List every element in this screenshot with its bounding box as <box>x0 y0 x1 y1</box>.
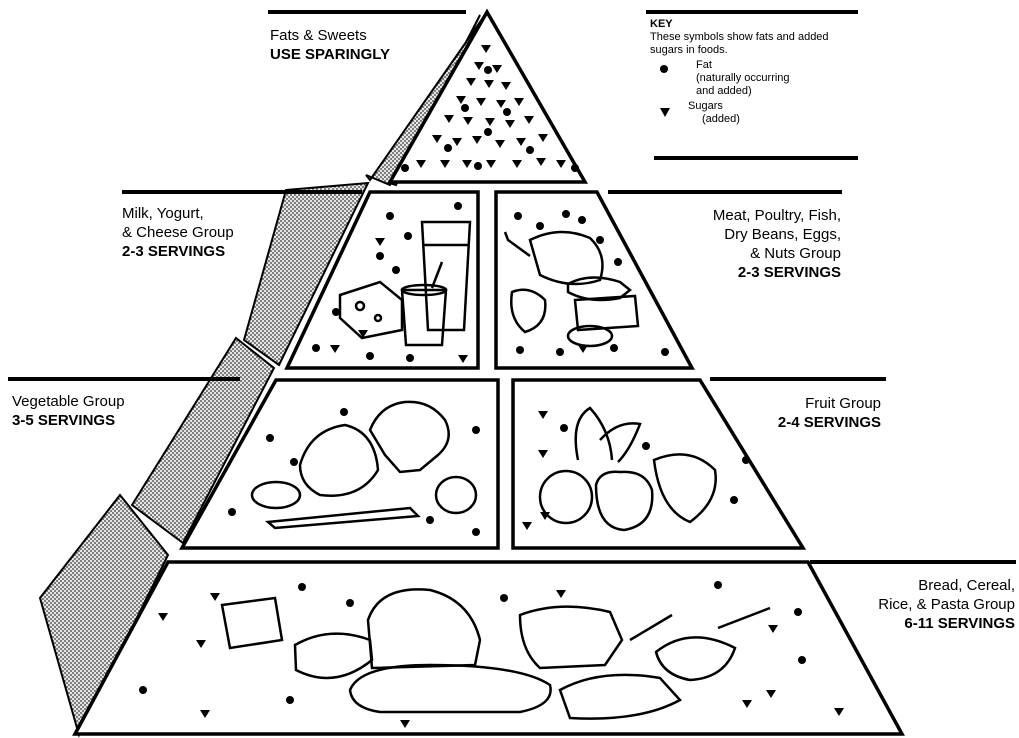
vegetable-group-label: Vegetable Group 3-5 SERVINGS <box>12 392 125 430</box>
milk-group-name-line-1: Milk, Yogurt, <box>122 204 234 223</box>
sugar-triangle-icon <box>660 108 670 117</box>
symbol-key: KEY These symbols show fats and added su… <box>650 18 860 126</box>
bread-group-name-line-2: Rice, & Pasta Group <box>878 595 1015 614</box>
fats-sweets-servings: USE SPARINGLY <box>270 45 390 64</box>
key-top-rule <box>646 10 858 14</box>
fats-label-rule <box>268 10 466 14</box>
key-row-sugar: Sugars (added) <box>650 100 860 126</box>
milk-label-rule <box>122 190 362 194</box>
key-fat-detail-2: and added) <box>696 85 860 98</box>
tier-bread <box>75 562 902 734</box>
meat-group-name-line-3: & Nuts Group <box>713 244 841 263</box>
key-sugar-label: Sugars <box>688 100 860 113</box>
meat-group-servings: 2-3 SERVINGS <box>713 263 841 282</box>
fats-sweets-name: Fats & Sweets <box>270 26 390 45</box>
bread-group-name-line-1: Bread, Cereal, <box>878 576 1015 595</box>
fruit-label-rule <box>710 377 886 381</box>
tier-fats-sweets <box>390 12 585 182</box>
fats-sweets-label: Fats & Sweets USE SPARINGLY <box>270 26 390 64</box>
key-row-fat: Fat (naturally occurring and added) <box>650 59 860 98</box>
key-sugar-detail: (added) <box>688 113 860 126</box>
meat-group-name-line-1: Meat, Poultry, Fish, <box>713 206 841 225</box>
milk-group-label: Milk, Yogurt, & Cheese Group 2-3 SERVING… <box>122 204 234 261</box>
milk-group-servings: 2-3 SERVINGS <box>122 242 234 261</box>
bread-label-rule <box>810 560 1016 564</box>
vegetable-group-name: Vegetable Group <box>12 392 125 411</box>
key-bottom-rule <box>654 156 858 160</box>
milk-group-name-line-2: & Cheese Group <box>122 223 234 242</box>
tier-meat <box>496 192 692 368</box>
fat-dot-icon <box>660 65 668 73</box>
vegetable-group-servings: 3-5 SERVINGS <box>12 411 125 430</box>
fruit-group-label: Fruit Group 2-4 SERVINGS <box>778 394 881 432</box>
key-fat-detail-1: (naturally occurring <box>696 72 860 85</box>
vegetable-label-rule <box>8 377 240 381</box>
bread-group-servings: 6-11 SERVINGS <box>878 614 1015 633</box>
tier-fruit <box>513 380 803 548</box>
key-fat-label: Fat <box>696 59 860 72</box>
meat-label-rule <box>608 190 842 194</box>
key-title: KEY <box>650 18 860 31</box>
key-description: These symbols show fats and added sugars… <box>650 31 840 57</box>
fruit-group-name: Fruit Group <box>778 394 881 413</box>
fruit-group-servings: 2-4 SERVINGS <box>778 413 881 432</box>
meat-group-name-line-2: Dry Beans, Eggs, <box>713 225 841 244</box>
bread-group-label: Bread, Cereal, Rice, & Pasta Group 6-11 … <box>878 576 1015 633</box>
meat-group-label: Meat, Poultry, Fish, Dry Beans, Eggs, & … <box>713 206 841 282</box>
